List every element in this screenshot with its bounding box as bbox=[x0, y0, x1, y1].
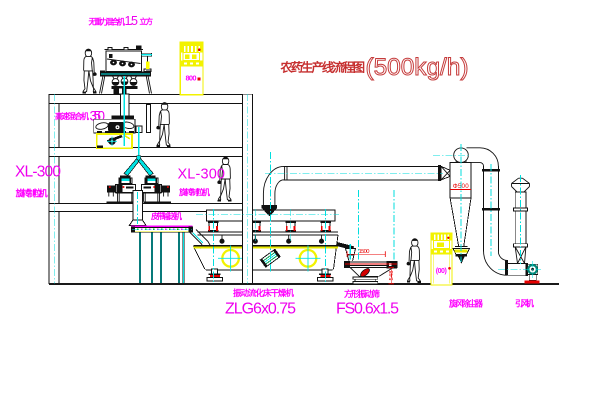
svg-text:农药生产线流程图: 农药生产线流程图 bbox=[280, 60, 366, 75]
svg-text:无重力混合机: 无重力混合机 bbox=[88, 17, 126, 27]
svg-text:(500kg/h): (500kg/h) bbox=[366, 54, 469, 81]
svg-text:1.5: 1.5 bbox=[125, 14, 139, 28]
svg-text:XL-300: XL-300 bbox=[15, 164, 61, 181]
svg-text:1500: 1500 bbox=[359, 249, 370, 255]
svg-text:XL-300: XL-300 bbox=[178, 167, 226, 183]
svg-text:振动流化床干燥机: 振动流化床干燥机 bbox=[233, 288, 294, 298]
svg-text:旋风除尘器: 旋风除尘器 bbox=[448, 299, 483, 309]
svg-text:高速混合机: 高速混合机 bbox=[55, 111, 89, 121]
svg-text:引风机: 引风机 bbox=[515, 299, 534, 309]
svg-text:548: 548 bbox=[389, 271, 395, 281]
svg-text:立方: 立方 bbox=[140, 16, 154, 26]
svg-text:旋转制粒机: 旋转制粒机 bbox=[178, 187, 210, 197]
svg-text:旋转制粒机: 旋转制粒机 bbox=[15, 188, 48, 199]
svg-text:800: 800 bbox=[186, 74, 197, 83]
svg-text:方形振动筛: 方形振动筛 bbox=[344, 289, 380, 299]
svg-text:(00): (00) bbox=[436, 268, 447, 275]
svg-text:ZLG6x0.75: ZLG6x0.75 bbox=[225, 301, 296, 318]
svg-text:FS0.6x1.5: FS0.6x1.5 bbox=[336, 301, 399, 318]
svg-text:皮带输送机: 皮带输送机 bbox=[150, 211, 182, 221]
